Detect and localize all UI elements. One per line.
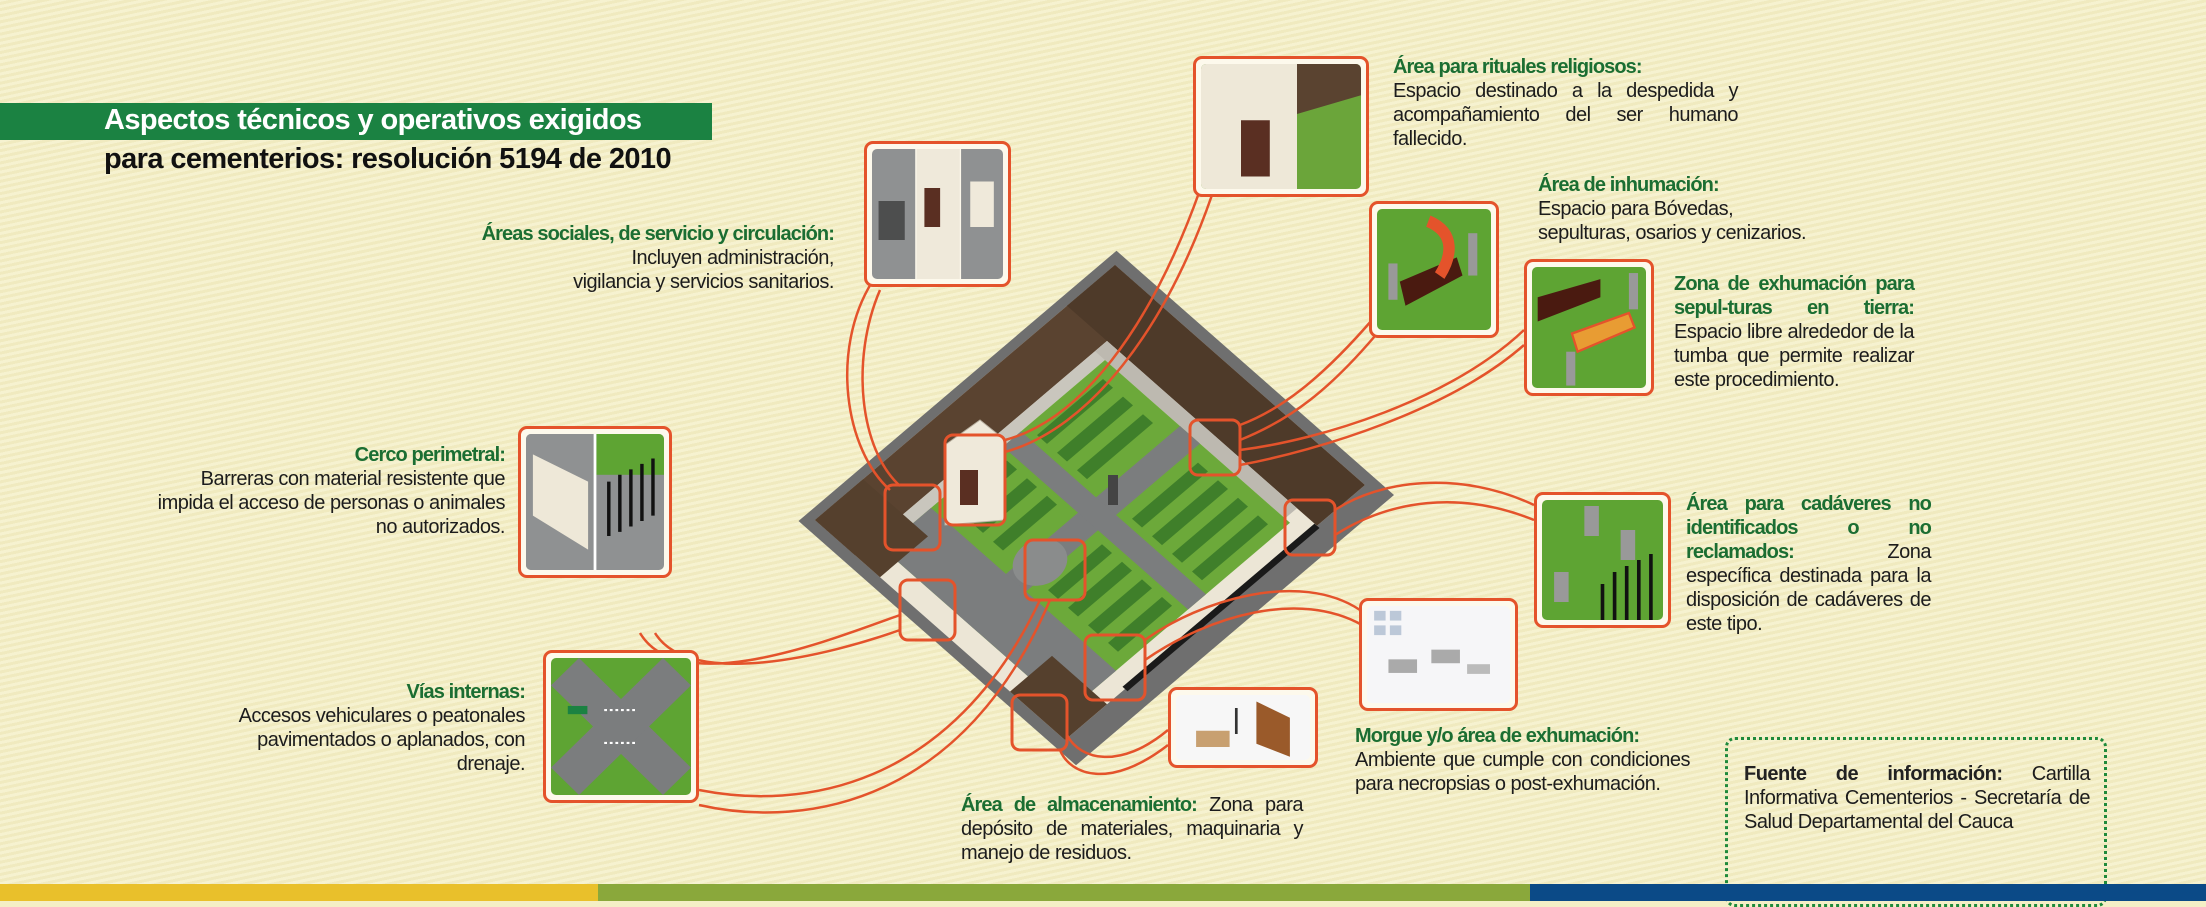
- roof-admin: [815, 479, 928, 578]
- page-subtitle: para cementerios: resolución 5194 de 201…: [104, 143, 672, 175]
- perimeter-fence: [1122, 523, 1320, 692]
- morgue-heading: Morgue y/o área de exhumación:: [1355, 725, 1640, 747]
- internal-roads-description: Vías internas: Accesos vehiculares o pea…: [200, 680, 526, 776]
- roof-back-left: [815, 265, 1155, 556]
- roof-storage: [1010, 655, 1107, 741]
- religious-area-heading: Área para rituales religiosos:: [1393, 56, 1643, 78]
- inset-unidentified-bodies-area: [1534, 492, 1671, 628]
- social-areas-heading: Áreas sociales, de servicio y circulació…: [481, 223, 835, 245]
- perimeter-fence-heading: Cerco perimetral:: [354, 444, 506, 466]
- roof-back-right: [1067, 265, 1365, 526]
- exhumation-zone-description: Zona de exhumación para sepul-turas en t…: [1674, 273, 1915, 391]
- footer-bar-yellow: [0, 884, 598, 901]
- footer-bar-blue: [1530, 884, 2206, 901]
- inset-perimeter-fence: [518, 426, 672, 578]
- inset-exhumation-zone: [1524, 259, 1654, 396]
- exhumation-zone-heading: Zona de exhumación para sepul-turas en t…: [1674, 273, 1915, 319]
- morgue-description: Morgue y/o área de exhumación: Ambiente …: [1355, 725, 1691, 795]
- inset-storage-area: [1168, 687, 1318, 768]
- burial-area-description: Área de inhumación: Espacio para Bóvedas…: [1538, 173, 1838, 245]
- perimeter-fence-description: Cerco perimetral: Barreras con material …: [150, 443, 506, 539]
- chapel-door: [960, 470, 978, 505]
- source-text: Fuente de información: Cartilla Informat…: [1744, 763, 2091, 833]
- unidentified-bodies-description: Área para cadáveres no identificados o n…: [1686, 493, 1932, 635]
- source-box: Fuente de información: Cartilla Informat…: [1725, 737, 2107, 907]
- source-label: Fuente de información:: [1744, 763, 2003, 785]
- highlight-boxes: [883, 418, 1337, 752]
- inset-social-areas: [864, 141, 1011, 287]
- unidentified-bodies-heading: Área para cadáveres no identificados o n…: [1686, 493, 1932, 563]
- inset-morgue: [1359, 598, 1518, 711]
- inset-religious-area: [1193, 56, 1369, 197]
- religious-area-description: Área para rituales religiosos: Espacio d…: [1393, 56, 1739, 150]
- social-areas-description: Áreas sociales, de servicio y circulació…: [440, 222, 835, 294]
- inset-internal-roads: [543, 650, 699, 803]
- internal-roads: [883, 426, 1206, 712]
- internal-roads-heading: Vías internas:: [406, 681, 525, 703]
- storage-area-description: Área de almacenamiento: Zona para depósi…: [961, 794, 1304, 864]
- burial-area-heading: Área de inhumación:: [1538, 174, 1720, 196]
- footer-bar-green: [598, 884, 1530, 901]
- page-title: Aspectos técnicos y operativos exigidos: [104, 104, 642, 136]
- statue: [1108, 475, 1118, 505]
- title-bar: [0, 103, 712, 140]
- inset-burial-area: [1369, 201, 1499, 338]
- storage-area-heading: Área de almacenamiento:: [961, 794, 1198, 816]
